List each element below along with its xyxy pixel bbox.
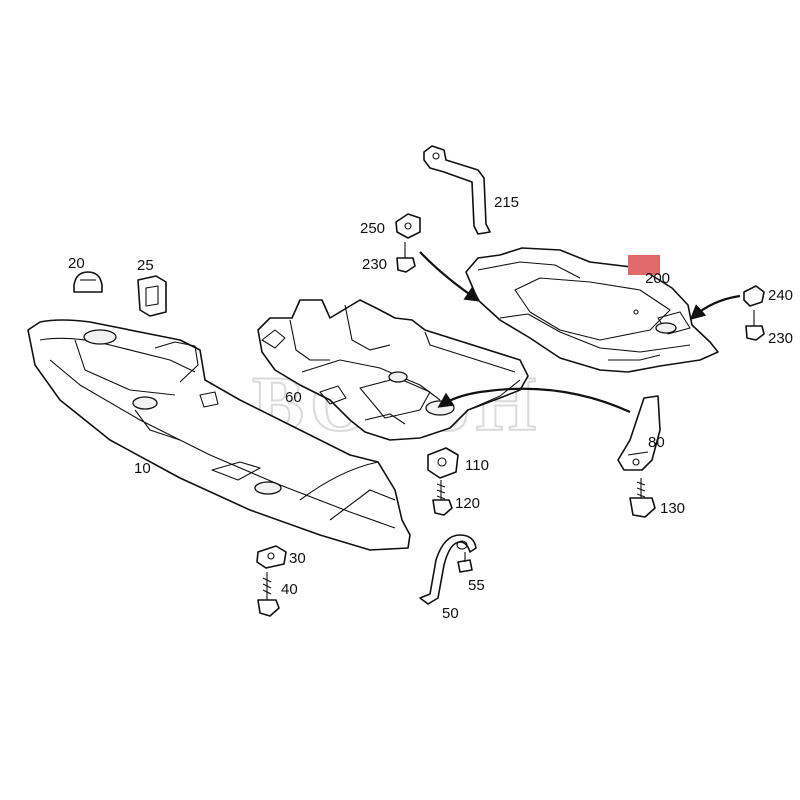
- part-10-front-underbody-panel: [27, 319, 411, 551]
- label-30: 30: [289, 550, 306, 567]
- label-200: 200: [645, 270, 670, 287]
- part-20-clip: [73, 271, 103, 293]
- label-110: 110: [465, 457, 489, 474]
- label-240: 240: [768, 287, 793, 304]
- part-130-screw: [629, 478, 656, 518]
- part-25-bracket: [137, 275, 167, 317]
- label-20: 20: [68, 255, 85, 272]
- label-250: 250: [360, 220, 385, 237]
- part-230-screw-right: [745, 310, 765, 341]
- arrow-240-to-200: [689, 294, 741, 321]
- part-120-screw: [432, 480, 453, 516]
- highlight-marker: [628, 255, 660, 275]
- label-60: 60: [285, 389, 302, 406]
- label-80: 80: [648, 434, 665, 451]
- label-215: 215: [494, 194, 519, 211]
- part-215-bracket-strap: [423, 145, 491, 235]
- part-110-nut-clip: [427, 447, 459, 479]
- label-230-right: 230: [768, 330, 793, 347]
- label-25: 25: [137, 257, 154, 274]
- part-60-center-underbody-panel: [257, 299, 529, 441]
- part-30-nut-clip: [256, 545, 287, 569]
- part-40-screw: [257, 572, 280, 617]
- part-50-strap-bracket: [419, 534, 477, 605]
- part-240-clip: [743, 285, 765, 307]
- arrow-250-to-200: [419, 251, 481, 302]
- label-40: 40: [281, 581, 298, 598]
- part-200-rear-underbody-panel: [465, 247, 719, 373]
- label-10: 10: [134, 460, 151, 477]
- arrow-80-to-60: [437, 387, 631, 414]
- part-55-bolt: [457, 552, 473, 573]
- label-55: 55: [468, 577, 485, 594]
- label-50: 50: [442, 605, 459, 622]
- part-230-screw-left: [396, 242, 416, 273]
- part-250-nut-clip: [395, 213, 421, 239]
- part-80-side-trim: [617, 395, 661, 471]
- label-120: 120: [455, 495, 480, 512]
- label-230-left: 230: [362, 256, 387, 273]
- label-130: 130: [660, 500, 685, 517]
